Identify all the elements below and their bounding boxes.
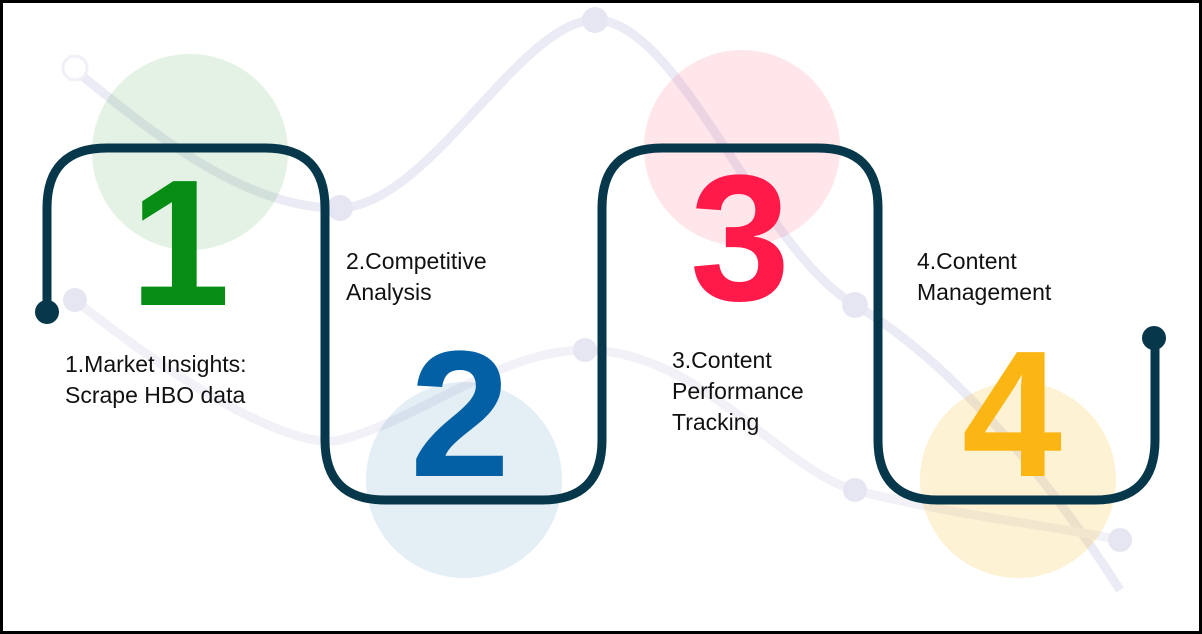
step2-circle: [366, 382, 562, 578]
step3-label-line: 3.Content: [672, 347, 772, 373]
step1-number: 1: [130, 143, 230, 344]
step4-label: 4.Content Management: [917, 246, 1051, 308]
start-dot: [35, 300, 59, 324]
step4-label-line: 4.Content: [917, 248, 1017, 274]
step1-label-line: Scrape HBO data: [65, 382, 246, 408]
diagram-graphics: 1 2 3 4: [35, 7, 1166, 593]
step2-label: 2.Competitive Analysis: [346, 246, 487, 308]
bg-dot-hollow: [61, 54, 89, 82]
step3-label-line: Tracking: [672, 409, 760, 435]
step4-number: 4: [962, 314, 1062, 515]
timeline-path: [42, 143, 1160, 505]
step3-label: 3.Content Performance Tracking: [672, 345, 804, 438]
step2-label-line: Analysis: [346, 279, 432, 305]
infographic: 1 2 3 4 1.Market Insights: Scrape HBO da…: [3, 3, 1199, 631]
step2-number: 2: [410, 314, 510, 515]
step3-number: 3: [690, 138, 790, 339]
step4-label-line: Management: [917, 279, 1052, 305]
step1-label: 1.Market Insights: Scrape HBO data: [65, 349, 247, 411]
step3-label-line: Performance: [672, 378, 804, 404]
step1-label-line: 1.Market Insights:: [65, 351, 247, 377]
step2-label-line: 2.Competitive: [346, 248, 487, 274]
step4-circle: [920, 382, 1116, 578]
bg-dots: [63, 7, 1132, 552]
end-dot: [1142, 326, 1166, 350]
